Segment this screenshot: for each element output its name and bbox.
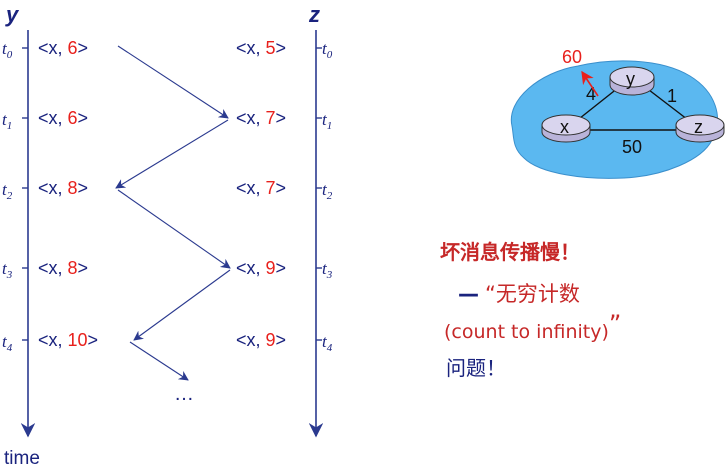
router-x-label: x xyxy=(560,117,569,137)
y-vector-t3: <x, 8> xyxy=(38,258,88,278)
quote-line: “无穷计数 xyxy=(485,282,580,306)
count-to-infinity-en: (count to infinity)” xyxy=(444,310,621,344)
t0-right: t0 xyxy=(322,39,333,61)
close-quote: ” xyxy=(608,310,622,338)
link-xz-cost: 50 xyxy=(622,137,642,157)
ticks-right xyxy=(316,47,322,341)
link-yz-cost: 1 xyxy=(667,86,677,106)
t3-left: t3 xyxy=(2,259,13,281)
node-y-label: y xyxy=(5,2,20,27)
t0-left: t0 xyxy=(2,39,13,61)
message-arrow-1 xyxy=(117,45,229,119)
y-vector-t4: <x, 10> xyxy=(38,330,98,350)
problem-label: 问题！ xyxy=(446,356,506,380)
message-arrow-2 xyxy=(115,119,229,189)
y-vector-t2: <x, 8> xyxy=(38,178,88,198)
y-vector-t0: <x, 6> xyxy=(38,38,88,58)
router-z-label: z xyxy=(694,117,703,137)
router-y-label: y xyxy=(626,69,635,89)
router-y xyxy=(609,66,655,96)
message-arrow-4 xyxy=(133,269,231,341)
t1-right: t1 xyxy=(322,110,332,132)
t2-right: t2 xyxy=(322,180,333,202)
router-z xyxy=(675,114,725,143)
router-x xyxy=(541,114,591,143)
t-labels-left: t0 t1 t2 t3 t4 xyxy=(2,39,13,354)
time-axis-label: time xyxy=(4,448,40,469)
network-topology: y x z 4 1 50 60 xyxy=(510,47,725,179)
z-vector-t3: <x, 9> xyxy=(236,258,286,278)
changed-cost-arrow xyxy=(581,70,599,97)
english-term: (count to infinity) xyxy=(444,321,609,343)
y-vector-t1: <x, 6> xyxy=(38,108,88,128)
node-z-label: z xyxy=(308,2,320,27)
dash-mark: — xyxy=(458,282,479,306)
message-arrow-3 xyxy=(117,189,231,269)
t3-right: t3 xyxy=(322,259,333,281)
z-vector-t0: <x, 5> xyxy=(236,38,286,58)
ticks-left xyxy=(22,47,28,341)
t4-right: t4 xyxy=(322,332,333,354)
t-labels-right: t0 t1 t2 t3 t4 xyxy=(322,39,333,354)
z-distance-vectors: <x, 5> <x, 7> <x, 7> <x, 9> <x, 9> xyxy=(236,38,286,350)
link-xy-cost: 4 xyxy=(586,84,596,104)
ellipsis: … xyxy=(174,383,194,405)
z-vector-t2: <x, 7> xyxy=(236,178,286,198)
t4-left: t4 xyxy=(2,332,13,354)
count-to-infinity-cn: —“无穷计数 xyxy=(458,278,580,308)
t2-left: t2 xyxy=(2,180,13,202)
message-arrows xyxy=(115,45,231,381)
z-vector-t1: <x, 7> xyxy=(236,108,286,128)
y-distance-vectors: <x, 6> <x, 6> <x, 8> <x, 8> <x, 10> xyxy=(38,38,98,350)
changed-cost-label: 60 xyxy=(562,47,582,67)
message-arrow-5 xyxy=(129,341,189,381)
bad-news-title: 坏消息传播慢！ xyxy=(440,240,580,264)
z-vector-t4: <x, 9> xyxy=(236,330,286,350)
t1-left: t1 xyxy=(2,110,12,132)
